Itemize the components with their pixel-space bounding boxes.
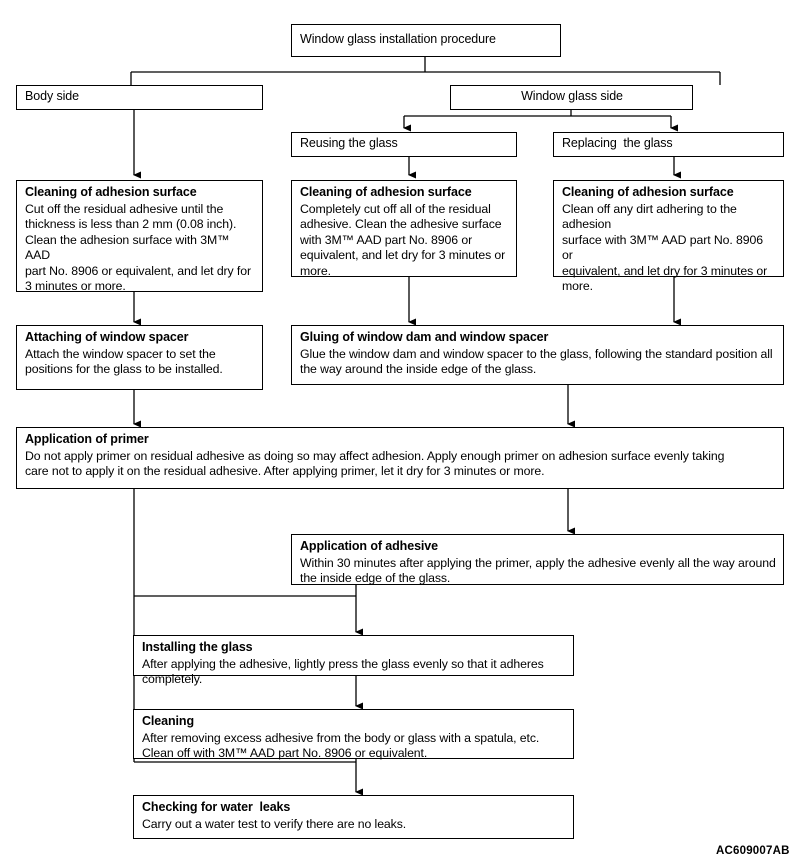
node-window-glass-side[interactable]: Window glass side [450,85,693,110]
node-cleaning-adhesion-surface-replace[interactable]: Cleaning of adhesion surface Clean off a… [553,180,784,293]
node-replacing-the-glass-title: Replacing the glass [562,136,673,151]
node-root-title: Window glass installation procedure [300,32,496,47]
node-checking-water-leaks-title: Checking for water leaks [142,800,291,814]
node-cleaning-adhesion-surface-replace-title: Cleaning of adhesion surface [562,185,734,199]
node-reusing-the-glass-title: Reusing the glass [300,136,398,151]
node-reusing-the-glass[interactable]: Reusing the glass [291,132,517,157]
node-application-of-adhesive-text: Within 30 minutes after applying the pri… [300,555,776,586]
node-checking-water-leaks[interactable]: Checking for water leaks Carry out a wat… [133,795,574,839]
figure-code-label: AC609007AB [716,845,790,857]
node-window-glass-side-title: Window glass side [521,89,623,104]
node-gluing-window-dam-spacer-title: Gluing of window dam and window spacer [300,330,549,344]
node-cleaning-adhesion-surface-reuse-text: Completely cut off all of the residual a… [300,201,506,278]
node-installing-the-glass[interactable]: Installing the glass After applying the … [133,635,574,686]
node-attaching-window-spacer-title: Attaching of window spacer [25,330,189,344]
node-gluing-window-dam-spacer[interactable]: Gluing of window dam and window spacer G… [291,325,784,385]
node-cleaning-adhesion-surface-reuse[interactable]: Cleaning of adhesion surface Completely … [291,180,517,278]
node-replacing-the-glass[interactable]: Replacing the glass [553,132,784,157]
node-cleaning[interactable]: Cleaning After removing excess adhesive … [133,709,574,761]
node-application-of-primer-text: Do not apply primer on residual adhesive… [25,448,725,479]
node-cleaning-adhesion-surface-reuse-title: Cleaning of adhesion surface [300,185,472,199]
node-installing-the-glass-text: After applying the adhesive, lightly pre… [142,656,544,687]
node-gluing-window-dam-spacer-text: Glue the window dam and window spacer to… [300,346,773,377]
node-root[interactable]: Window glass installation procedure [291,24,561,57]
node-attaching-window-spacer[interactable]: Attaching of window spacer Attach the wi… [16,325,263,390]
node-cleaning-title: Cleaning [142,714,194,728]
node-body-side-title: Body side [25,89,79,104]
node-application-of-primer[interactable]: Application of primer Do not apply prime… [16,427,784,489]
node-cleaning-adhesion-surface-body[interactable]: Cleaning of adhesion surface Cut off the… [16,180,263,294]
node-body-side[interactable]: Body side [16,85,263,110]
node-cleaning-adhesion-surface-body-text: Cut off the residual adhesive until the … [25,201,251,294]
node-checking-water-leaks-text: Carry out a water test to verify there a… [142,816,407,831]
node-cleaning-adhesion-surface-body-title: Cleaning of adhesion surface [25,185,197,199]
node-attaching-window-spacer-text: Attach the window spacer to set the posi… [25,346,223,377]
node-application-of-adhesive[interactable]: Application of adhesive Within 30 minute… [291,534,784,585]
node-cleaning-text: After removing excess adhesive from the … [142,730,540,761]
node-application-of-adhesive-title: Application of adhesive [300,539,439,553]
node-application-of-primer-title: Application of primer [25,432,149,446]
node-cleaning-adhesion-surface-replace-text: Clean off any dirt adhering to the adhes… [562,201,768,294]
node-installing-the-glass-title: Installing the glass [142,640,253,654]
